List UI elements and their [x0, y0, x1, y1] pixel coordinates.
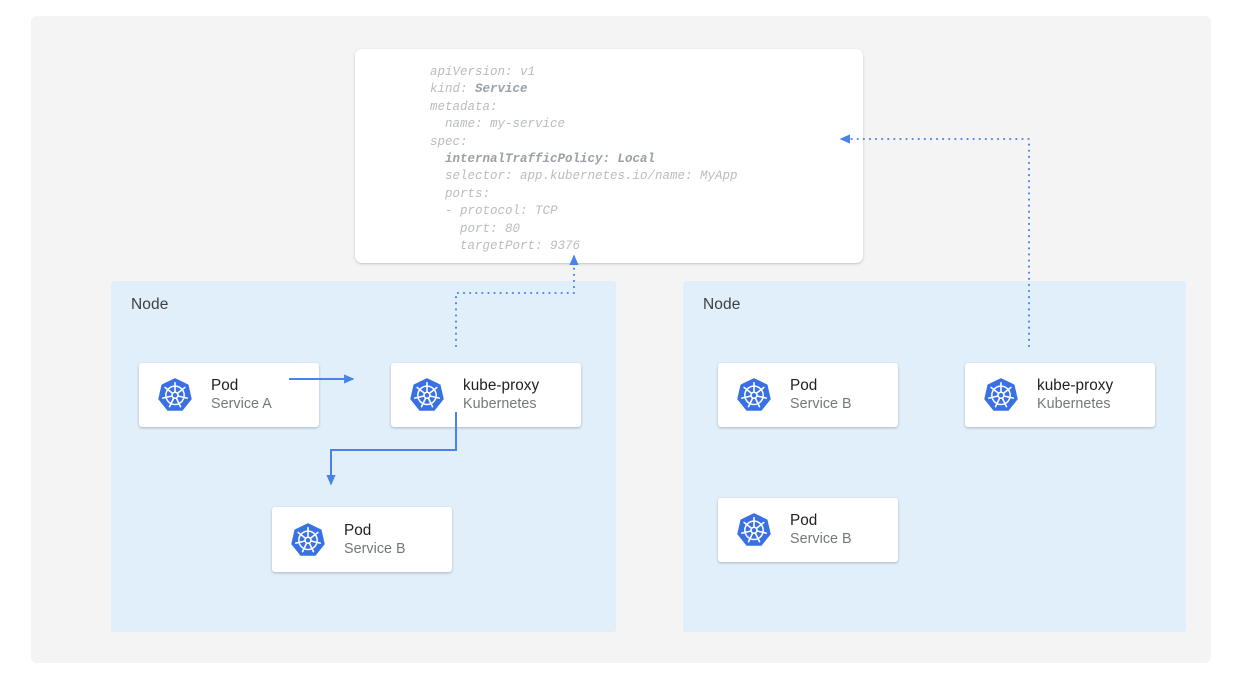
yaml-line: spec:	[430, 134, 468, 149]
node-label-right: Node	[703, 296, 741, 313]
node-panel-left: Node	[111, 281, 616, 632]
yaml-line: metadata:	[430, 99, 498, 114]
yaml-line: kind: Service	[430, 82, 528, 97]
card-subtitle: Kubernetes	[463, 396, 537, 412]
card-pod-b-left[interactable]: Pod Service B	[272, 507, 452, 572]
kubernetes-logo-icon	[288, 520, 328, 560]
kubernetes-logo-icon	[981, 375, 1021, 415]
yaml-line: targetPort: 9376	[430, 239, 581, 254]
service-manifest-yaml: apiVersion: v1 kind: Service metadata: nam…	[430, 64, 738, 255]
yaml-line: name: my-service	[430, 117, 566, 132]
card-subtitle: Service B	[344, 540, 406, 557]
card-subtitle: Service B	[790, 531, 852, 547]
kubernetes-logo-icon	[407, 375, 447, 415]
card-subtitle: Service A	[211, 396, 272, 412]
yaml-line: ports:	[430, 186, 491, 201]
card-pod-b2-right[interactable]: Pod Service B	[718, 498, 898, 562]
card-text: Pod Service B	[790, 376, 852, 414]
yaml-line: apiVersion: v1	[430, 65, 536, 79]
card-title: Pod	[790, 377, 818, 394]
card-title: Pod	[211, 377, 239, 394]
yaml-line: port: 80	[430, 221, 521, 236]
card-kube-proxy-left[interactable]: kube-proxy Kubernetes	[391, 363, 581, 427]
yaml-line-emphasis: internalTrafficPolicy: Local	[445, 152, 656, 167]
kubernetes-logo-icon	[155, 375, 195, 415]
card-subtitle: Kubernetes	[1037, 396, 1111, 412]
node-label-left: Node	[131, 296, 169, 313]
node-panel-right: Node	[683, 281, 1186, 632]
yaml-line: - protocol: TCP	[430, 204, 558, 219]
yaml-line: selector: app.kubernetes.io/name: MyApp	[430, 169, 738, 184]
kubernetes-logo-icon	[734, 510, 774, 550]
yaml-line-emphasis: Service	[475, 82, 528, 97]
diagram-canvas: apiVersion: v1 kind: Service metadata: nam…	[31, 16, 1211, 663]
card-text: Pod Service B	[344, 521, 406, 559]
card-pod-b1-right[interactable]: Pod Service B	[718, 363, 898, 427]
kubernetes-logo-icon	[734, 375, 774, 415]
card-title: Pod	[344, 521, 372, 539]
card-text: Pod Service A	[211, 376, 272, 414]
card-pod-a[interactable]: Pod Service A	[139, 363, 319, 427]
yaml-line: internalTrafficPolicy: Local	[430, 151, 738, 168]
card-text: kube-proxy Kubernetes	[1037, 376, 1113, 414]
service-manifest-card: apiVersion: v1 kind: Service metadata: nam…	[355, 49, 863, 263]
card-kube-proxy-right[interactable]: kube-proxy Kubernetes	[965, 363, 1155, 427]
card-title: kube-proxy	[463, 377, 540, 394]
card-title: Pod	[790, 512, 818, 529]
card-title: kube-proxy	[1037, 377, 1114, 394]
card-text: Pod Service B	[790, 511, 852, 549]
card-subtitle: Service B	[790, 396, 852, 412]
card-text: kube-proxy Kubernetes	[463, 376, 539, 414]
